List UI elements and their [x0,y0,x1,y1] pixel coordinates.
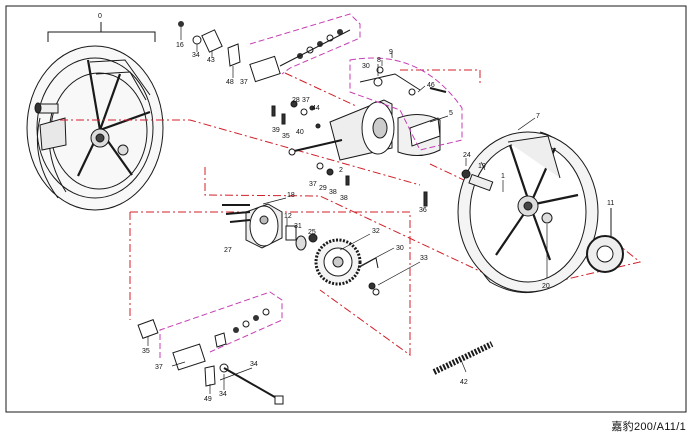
part-label: 35 [282,133,290,140]
drive-chain [432,341,494,375]
part-label: 49 [204,396,212,403]
part-label: 42 [460,379,468,386]
part-label: 16 [176,42,184,49]
part-label: 37 [155,364,163,371]
part-label: 24 [463,152,471,159]
rear-hub-assembly [288,57,463,161]
part-label: 34 [250,361,258,368]
diagram-border [5,5,687,413]
part-label: 20 [542,283,550,290]
part-label: 19 [478,163,486,170]
part-label: 12 [284,213,292,220]
part-label: 2 [339,167,343,174]
part-label: 29 [319,185,327,192]
part-label: 11 [607,200,614,207]
part-label: 43 [207,57,215,64]
part-label: 40 [296,129,304,136]
part-label: 46 [427,82,435,89]
part-label: 25 [308,229,316,236]
part-label: 37 [240,79,248,86]
bottom-axle-group [137,291,284,405]
top-axle-group [178,13,361,83]
part-label: 38 [340,195,348,202]
part-label: 38 [329,189,337,196]
part-label: 8 [377,57,381,64]
part-label: 48 [226,79,234,86]
small-bolts [271,100,428,207]
part-label: 34 [192,52,200,59]
part-label: 1 [501,173,505,180]
front-wheel [26,22,164,211]
part-label: 36 [419,207,427,214]
part-label: 18 [287,192,295,199]
diagram-reference-code: 嘉豹200/A11/1 [611,421,686,433]
part-label: 9 [389,49,393,56]
part-label: 44 [312,105,320,112]
part-label: 5 [449,110,453,117]
rear-wheel [457,131,624,293]
part-label: 32 [372,228,380,235]
sprocket-assembly [222,203,380,296]
part-label: 28 [292,97,300,104]
part-label: 33 [420,255,428,262]
part-label: 37 [302,97,310,104]
part-label: 30 [362,63,370,70]
part-label: 30 [396,245,404,252]
part-labels: 0 16 34 43 48 37 30 8 9 46 5 7 28 37 44 … [98,13,614,403]
leader-lines [147,27,548,394]
part-label: 34 [219,391,227,398]
part-label: 7 [536,113,540,120]
part-label: 31 [294,223,302,230]
part-label: 27 [224,247,232,254]
part-label: 37 [309,181,317,188]
part-label: 0 [98,13,102,20]
part-label: 35 [142,348,150,355]
part-label: 39 [272,127,280,134]
